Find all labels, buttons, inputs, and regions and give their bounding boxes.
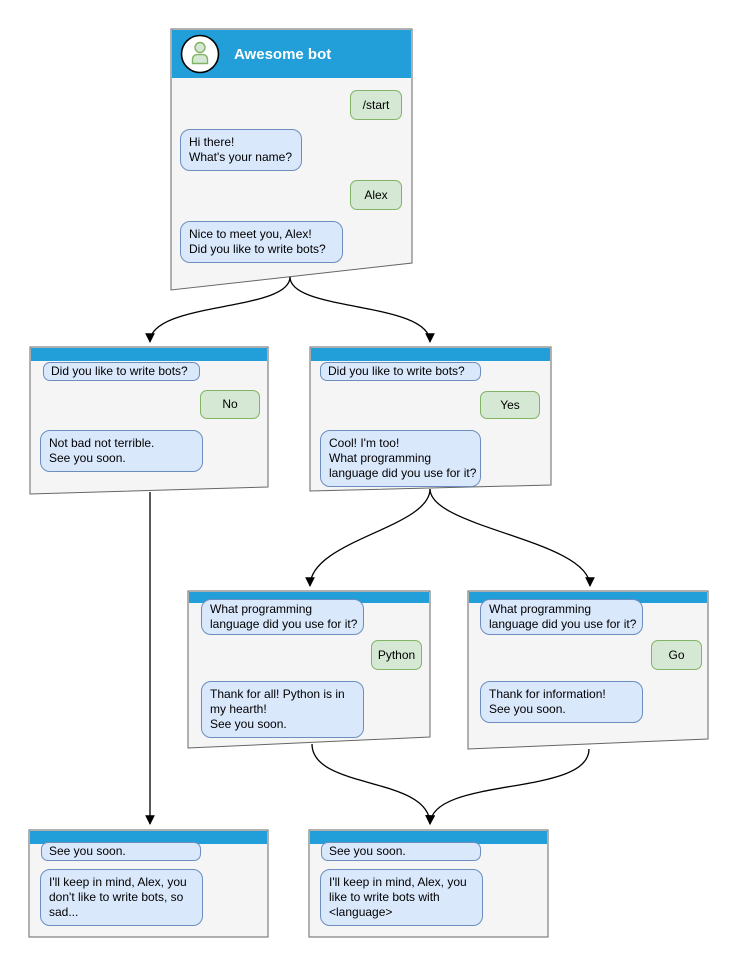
python-branch-header: [189, 592, 429, 603]
message-bubble-bot: Did you like to write bots?: [320, 362, 481, 381]
edge-yes-to-python: [305, 488, 431, 587]
main-window-title: Awesome bot: [234, 45, 332, 63]
message-bubble-user: Go: [651, 640, 702, 670]
edge-main-to-yes: [289, 276, 435, 343]
yes-branch-header: [311, 348, 550, 361]
edge-main-to-no: [145, 276, 291, 343]
message-bubble-bot: Hi there! What's your name?: [180, 129, 302, 171]
message-bubble-bot: I'll keep in mind, Alex, you don't like …: [40, 869, 203, 926]
message-bubble-bot: I'll keep in mind, Alex, you like to wri…: [320, 869, 483, 926]
message-bubble-bot: What programming language did you use fo…: [201, 599, 364, 635]
main-window-header: Awesome bot: [172, 30, 411, 78]
message-bubble-bot: Thank for all! Python is in my hearth! S…: [201, 681, 364, 738]
message-bubble-user: Python: [371, 640, 422, 670]
message-bubble-user: No: [200, 390, 260, 419]
message-bubble-bot: What programming language did you use fo…: [480, 599, 643, 635]
edge-go-to-end-lang: [425, 748, 590, 825]
message-bubble-user: Alex: [350, 180, 402, 210]
message-bubble-bot: Not bad not terrible. See you soon.: [40, 430, 203, 472]
end-lang-header: [310, 831, 547, 844]
bot-avatar-person-icon: [180, 34, 220, 74]
message-bubble-bot: Nice to meet you, Alex! Did you like to …: [180, 221, 343, 263]
message-bubble-user: Yes: [480, 391, 540, 419]
edge-yes-to-go: [429, 488, 595, 587]
message-bubble-bot: See you soon.: [321, 842, 481, 861]
message-bubble-user: /start: [350, 90, 402, 120]
edge-python-to-end-lang: [311, 743, 435, 825]
go-branch-header: [469, 592, 707, 603]
message-bubble-bot: Thank for information! See you soon.: [480, 681, 643, 723]
end-sad-header: [30, 831, 267, 844]
message-bubble-bot: See you soon.: [41, 842, 201, 861]
no-branch-header: [31, 348, 267, 361]
message-bubble-bot: Did you like to write bots?: [43, 362, 200, 381]
message-bubble-bot: Cool! I'm too! What programming language…: [320, 430, 481, 487]
